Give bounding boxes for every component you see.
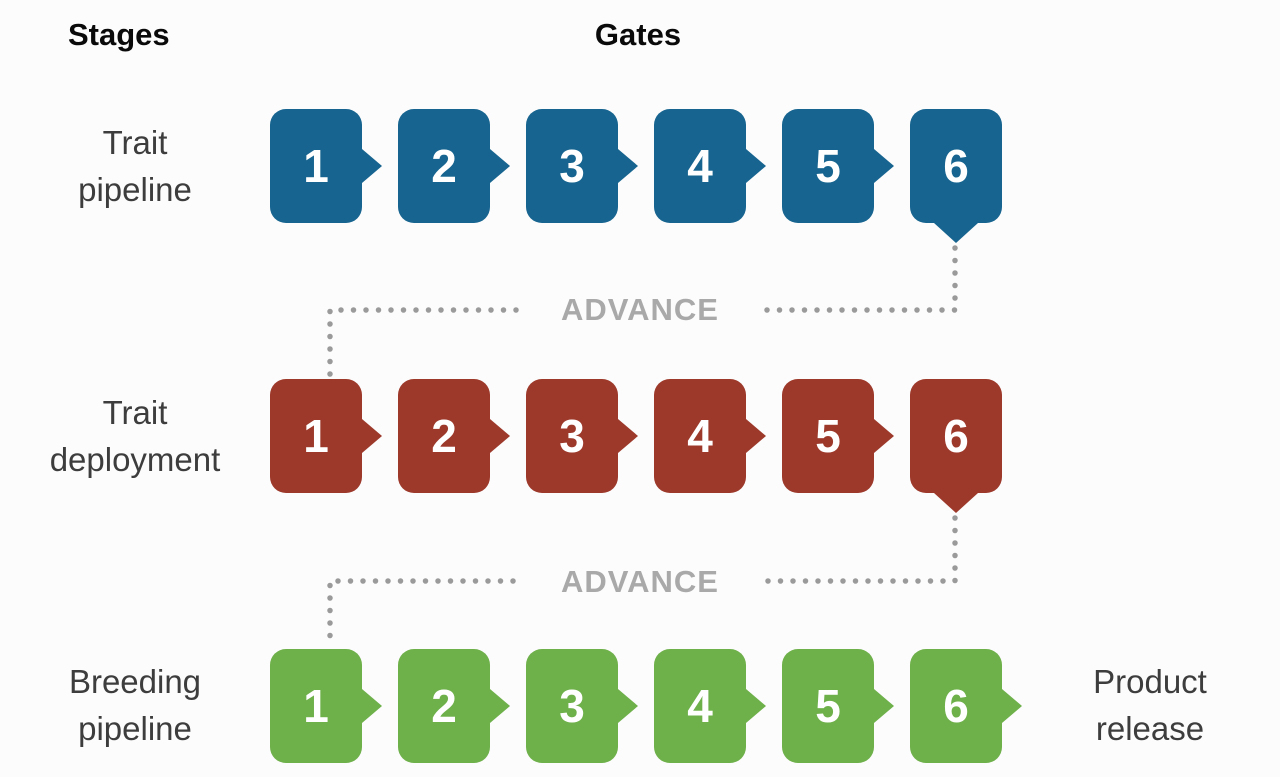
- trait-deployment-gate-4: 4: [654, 379, 746, 493]
- stage-label-line: pipeline: [78, 171, 192, 208]
- gate-number: 4: [687, 140, 713, 192]
- gate-number: 4: [687, 410, 713, 462]
- stage-label-line: pipeline: [78, 710, 192, 747]
- gates-header: Gates: [594, 17, 682, 52]
- stages-header: Stages: [68, 17, 170, 52]
- connector-1-left-segment: [327, 307, 519, 379]
- gate-number: 5: [815, 410, 841, 462]
- trait-pipeline-gate-5: 5: [782, 109, 874, 223]
- trait-deployment-gate-1: 1: [270, 379, 362, 493]
- trait-pipeline-gate-row: 1 2 3 4 5 6: [270, 109, 1002, 223]
- gate-number: 6: [943, 140, 969, 192]
- gate-number: 1: [303, 410, 329, 462]
- advance-label-1: ADVANCE: [561, 292, 719, 327]
- stage-label-breeding-pipeline: Breeding pipeline: [5, 658, 265, 752]
- stage-label-line: Trait: [102, 394, 168, 431]
- trait-pipeline-gate-6: 6: [910, 109, 1002, 223]
- gate-number: 1: [303, 140, 329, 192]
- breeding-pipeline-gate-5: 5: [782, 649, 874, 763]
- trait-pipeline-gate-1: 1: [270, 109, 362, 223]
- gate-number: 3: [559, 140, 585, 192]
- gate-number: 4: [687, 680, 713, 732]
- gate-number: 5: [815, 140, 841, 192]
- connector-2-left-segment: [327, 578, 516, 649]
- connector-2-right-segment: [763, 515, 958, 584]
- gate-number: 2: [431, 140, 457, 192]
- trait-deployment-gate-2: 2: [398, 379, 490, 493]
- trait-deployment-gate-3: 3: [526, 379, 618, 493]
- breeding-pipeline-gate-4: 4: [654, 649, 746, 763]
- gate-number: 2: [431, 410, 457, 462]
- gate-number: 5: [815, 680, 841, 732]
- gate-number: 6: [943, 680, 969, 732]
- breeding-pipeline-gate-1: 1: [270, 649, 362, 763]
- gate-number: 1: [303, 680, 329, 732]
- trait-deployment-gate-5: 5: [782, 379, 874, 493]
- breeding-pipeline-gate-2: 2: [398, 649, 490, 763]
- stage-label-trait-deployment: Trait deployment: [5, 389, 265, 483]
- gate-number: 6: [943, 410, 969, 462]
- breeding-pipeline-gate-row: 1 2 3 4 5 6: [270, 649, 1002, 763]
- gate-number: 3: [559, 410, 585, 462]
- gate-number: 2: [431, 680, 457, 732]
- gate-number: 3: [559, 680, 585, 732]
- advance-label-2: ADVANCE: [561, 564, 719, 599]
- connector-1-right-segment: [759, 245, 958, 313]
- trait-pipeline-gate-3: 3: [526, 109, 618, 223]
- stage-label-line: deployment: [49, 441, 221, 478]
- trait-deployment-gate-6: 6: [910, 379, 1002, 493]
- product-release-line: release: [1095, 710, 1205, 747]
- trait-pipeline-gate-4: 4: [654, 109, 746, 223]
- trait-pipeline-gate-2: 2: [398, 109, 490, 223]
- stage-label-trait-pipeline: Trait pipeline: [5, 119, 265, 213]
- trait-deployment-gate-row: 1 2 3 4 5 6: [270, 379, 1002, 493]
- product-release-line: Product: [1093, 663, 1207, 700]
- product-release-label: Product release: [1020, 658, 1280, 752]
- stage-label-line: Breeding: [68, 663, 202, 700]
- breeding-pipeline-gate-6: 6: [910, 649, 1002, 763]
- breeding-pipeline-gate-3: 3: [526, 649, 618, 763]
- stage-label-line: Trait: [102, 124, 168, 161]
